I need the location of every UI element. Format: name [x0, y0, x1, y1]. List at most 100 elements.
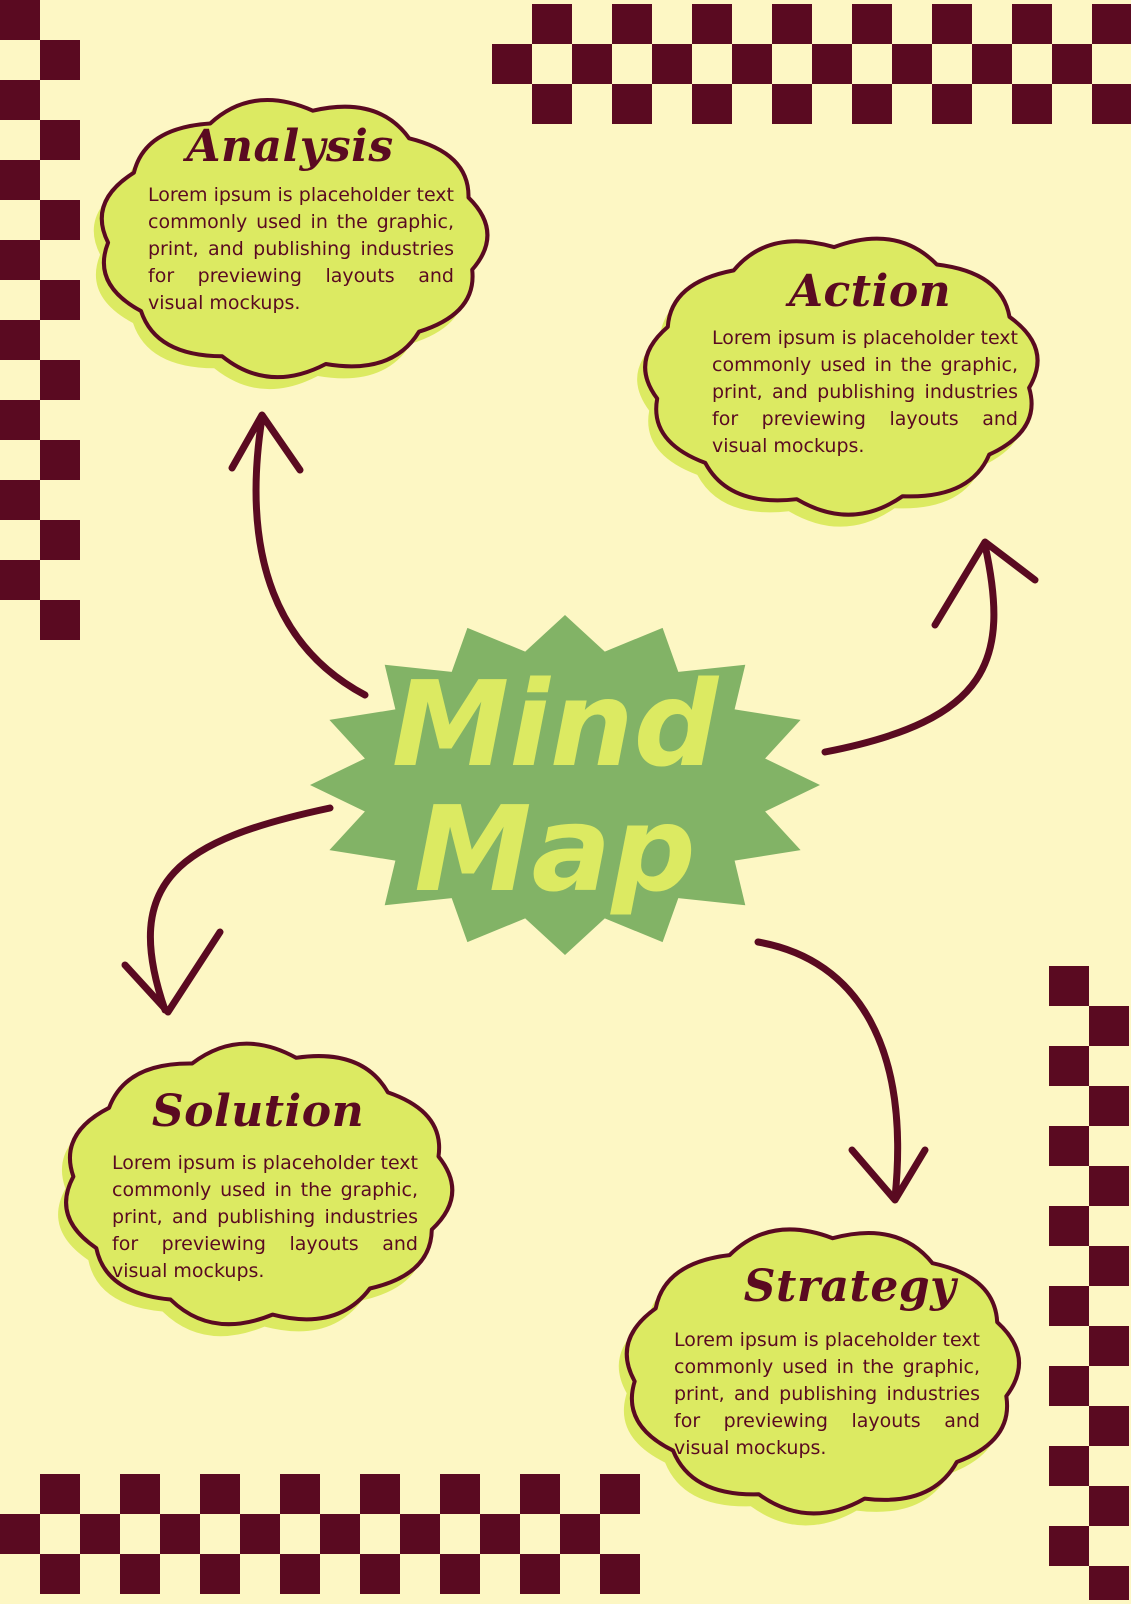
checker-square	[692, 84, 732, 124]
cloud-action-outline	[643, 236, 1040, 517]
checker-square	[1089, 1246, 1129, 1286]
checker-square	[0, 160, 40, 200]
checker-border-bottom	[0, 1474, 640, 1594]
checker-square	[40, 120, 80, 160]
checker-square	[240, 1514, 280, 1554]
cloud-nodes	[58, 98, 1040, 1526]
checker-square	[1049, 966, 1089, 1006]
checker-square	[120, 1474, 160, 1514]
checker-square	[440, 1554, 480, 1594]
checker-square	[440, 1474, 480, 1514]
checker-square	[400, 1514, 440, 1554]
checker-square	[360, 1554, 400, 1594]
arrow-to-strategy-head	[848, 1146, 929, 1204]
checker-square	[120, 1554, 160, 1594]
checker-square	[772, 4, 812, 44]
checker-square	[0, 1514, 40, 1554]
node-title-action: Action	[788, 266, 952, 317]
checker-square	[972, 44, 1012, 84]
checker-square	[1049, 1206, 1089, 1246]
checker-square	[652, 44, 692, 84]
checker-square	[1049, 1286, 1089, 1326]
checker-square	[1049, 1446, 1089, 1486]
checker-square	[692, 4, 732, 44]
checker-square	[40, 360, 80, 400]
checker-square	[1092, 84, 1131, 124]
checker-square	[572, 44, 612, 84]
checker-square	[1089, 1486, 1129, 1526]
checker-square	[0, 0, 40, 40]
checker-square	[40, 280, 80, 320]
checker-square	[480, 1514, 520, 1554]
checker-square	[40, 200, 80, 240]
checker-square	[532, 84, 572, 124]
checker-square	[1049, 1366, 1089, 1406]
checker-square	[1089, 1006, 1129, 1046]
checker-square	[1089, 1566, 1129, 1604]
checker-square	[1049, 1046, 1089, 1086]
checker-square	[280, 1474, 320, 1514]
checker-square	[560, 1514, 600, 1554]
checker-border-top	[492, 4, 1131, 124]
arrow-to-action-head	[931, 538, 1039, 629]
arrow-to-solution-head	[121, 928, 224, 1016]
checker-square	[1012, 4, 1052, 44]
arrow-to-solution	[146, 804, 334, 1014]
node-title-solution: Solution	[151, 1086, 365, 1137]
checker-border-left	[0, 0, 80, 640]
checker-square	[1052, 44, 1092, 84]
checker-square	[1089, 1166, 1129, 1206]
checker-square	[280, 1554, 320, 1594]
checker-square	[0, 400, 40, 440]
checker-square	[600, 1474, 640, 1514]
checker-square	[492, 44, 532, 84]
checker-square	[200, 1554, 240, 1594]
arrow-to-strategy	[754, 938, 902, 1202]
checker-square	[360, 1474, 400, 1514]
checker-square	[732, 44, 772, 84]
checker-square	[40, 520, 80, 560]
checker-square	[1012, 84, 1052, 124]
checker-square	[1049, 1526, 1089, 1566]
checker-square	[772, 84, 812, 124]
checker-square	[1049, 1126, 1089, 1166]
center-title-mind: Mind	[391, 655, 719, 793]
node-body-action: Lorem ipsum is placeholder text commonly…	[712, 327, 1018, 457]
checker-square	[1089, 1406, 1129, 1446]
checker-square	[600, 1554, 640, 1594]
checker-square	[0, 320, 40, 360]
checker-square	[892, 44, 932, 84]
checker-square	[612, 84, 652, 124]
checker-square	[532, 4, 572, 44]
checker-square	[0, 240, 40, 280]
connector-arrows	[121, 411, 1039, 1204]
center-burst-shape	[310, 615, 820, 955]
arrow-to-analysis-head	[228, 411, 304, 474]
checker-square	[40, 440, 80, 480]
center-title-map: Map	[414, 780, 696, 918]
cloud-solution-outline	[64, 1041, 455, 1327]
checker-square	[80, 1514, 120, 1554]
checker-square	[40, 40, 80, 80]
checker-square	[1089, 1086, 1129, 1126]
arrow-to-action	[821, 541, 998, 756]
checker-square	[0, 560, 40, 600]
checker-square	[40, 1474, 80, 1514]
checker-square	[200, 1474, 240, 1514]
cloud-analysis-outline	[99, 98, 490, 380]
checker-square	[612, 4, 652, 44]
node-title-analysis: Analysis	[186, 121, 394, 172]
checker-square	[852, 4, 892, 44]
checker-square	[1092, 4, 1131, 44]
checker-border-right	[1049, 966, 1129, 1604]
cloud-strategy-outline	[624, 1227, 1021, 1516]
checker-square	[1089, 1326, 1129, 1366]
checker-square	[0, 80, 40, 120]
node-body-analysis: Lorem ipsum is placeholder text commonly…	[148, 184, 454, 314]
checker-square	[520, 1474, 560, 1514]
checker-square	[160, 1514, 200, 1554]
checker-square	[320, 1514, 360, 1554]
checker-square	[520, 1554, 560, 1594]
